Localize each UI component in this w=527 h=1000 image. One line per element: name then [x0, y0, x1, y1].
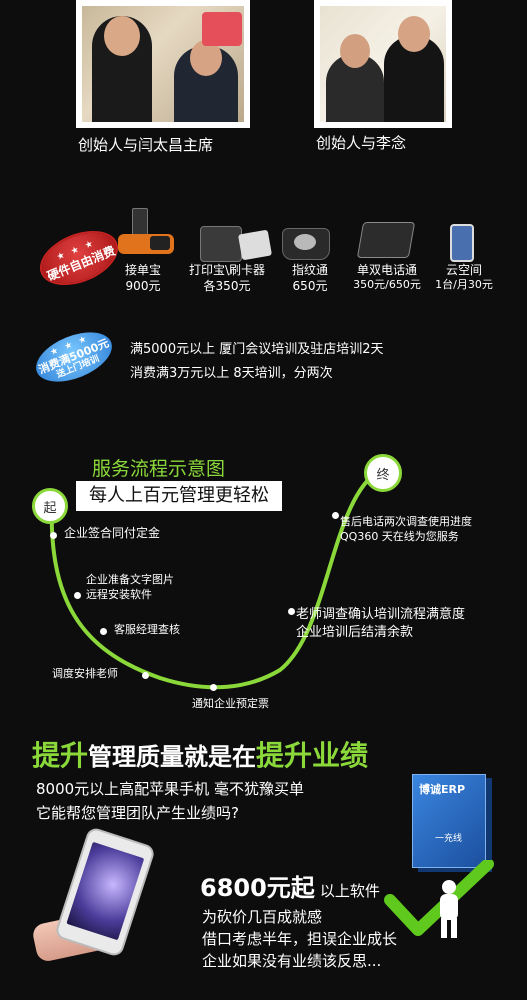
flow-start-marker: 起 [32, 488, 68, 524]
flow-step-4: 调度安排老师 [52, 667, 118, 680]
closing-line-2: 借口考虑半年，担误企业成长 [202, 930, 398, 948]
flow-step-1: 企业签合同付定金 [64, 526, 161, 540]
product-printer: 打印宝\刷卡器各350元 [188, 263, 266, 294]
flow-dot [332, 512, 339, 519]
flow-slogan: 每人上百元管理更轻松 [76, 481, 282, 511]
flow-curve [49, 468, 382, 690]
flow-step-6: 老师调查确认培训流程满意度企业培训后结清余款 [296, 607, 466, 641]
printer-icon [200, 226, 242, 262]
iphone-image [24, 826, 174, 964]
closing-line-3: 企业如果没有业绩该反思... [202, 952, 382, 970]
spend-line-2: 消费满3万元以上 8天培训，分两次 [130, 366, 333, 381]
software-box: 博诚ERP 一充线 [412, 774, 486, 868]
flow-title: 服务流程示意图 [92, 458, 226, 480]
spend-badge: ★ ★ ★ 消费满5000元 送上门培训 [29, 322, 119, 392]
hardware-badge: ★ ★ ★ 硬件自由消费 [34, 222, 124, 294]
flow-step-2: 企业准备文字图片远程安装软件 [86, 573, 174, 602]
price-big: 6800元起 [200, 874, 315, 902]
flow-dot [74, 592, 81, 599]
price-small: 以上软件 [319, 882, 380, 900]
flow-dot [288, 608, 295, 615]
pitch-line-2: 它能帮您管理团队产生业绩吗? [36, 804, 239, 822]
card-reader-icon [237, 229, 273, 261]
photo-caption-2: 创始人与李念 [316, 134, 407, 152]
flow-step-5: 通知企业预定票 [192, 697, 269, 710]
photo-caption-1: 创始人与闫太昌主席 [78, 136, 214, 154]
flow-dot [210, 684, 217, 691]
flow-dot [142, 672, 149, 679]
flow-end-marker: 终 [364, 454, 402, 492]
cloud-phone-icon [450, 224, 474, 262]
box-sub: 一充线 [435, 834, 463, 844]
phone-box-icon [356, 222, 416, 258]
box-brand: 博诚ERP [419, 783, 466, 796]
flow-dot [100, 628, 107, 635]
person-figure-icon [436, 880, 462, 940]
flow-dot [50, 532, 57, 539]
photo-founder-1 [76, 0, 250, 128]
flow-step-3: 客服经理查核 [114, 623, 180, 636]
order-terminal-icon [118, 208, 174, 258]
photo-founder-2 [314, 0, 452, 128]
pitch-line-1: 8000元以上高配苹果手机 毫不犹豫买单 [36, 780, 304, 798]
price-block: 6800元起 以上软件 [200, 868, 380, 903]
headline: 提升管理质量就是在提升业绩 [32, 739, 369, 772]
checkmark-icon [384, 860, 494, 936]
closing-line-1: 为砍价几百成就感 [202, 908, 323, 926]
spend-line-1: 满5000元以上 厦门会议培训及驻店培训2天 [130, 342, 384, 357]
fingerprint-icon [282, 220, 330, 260]
